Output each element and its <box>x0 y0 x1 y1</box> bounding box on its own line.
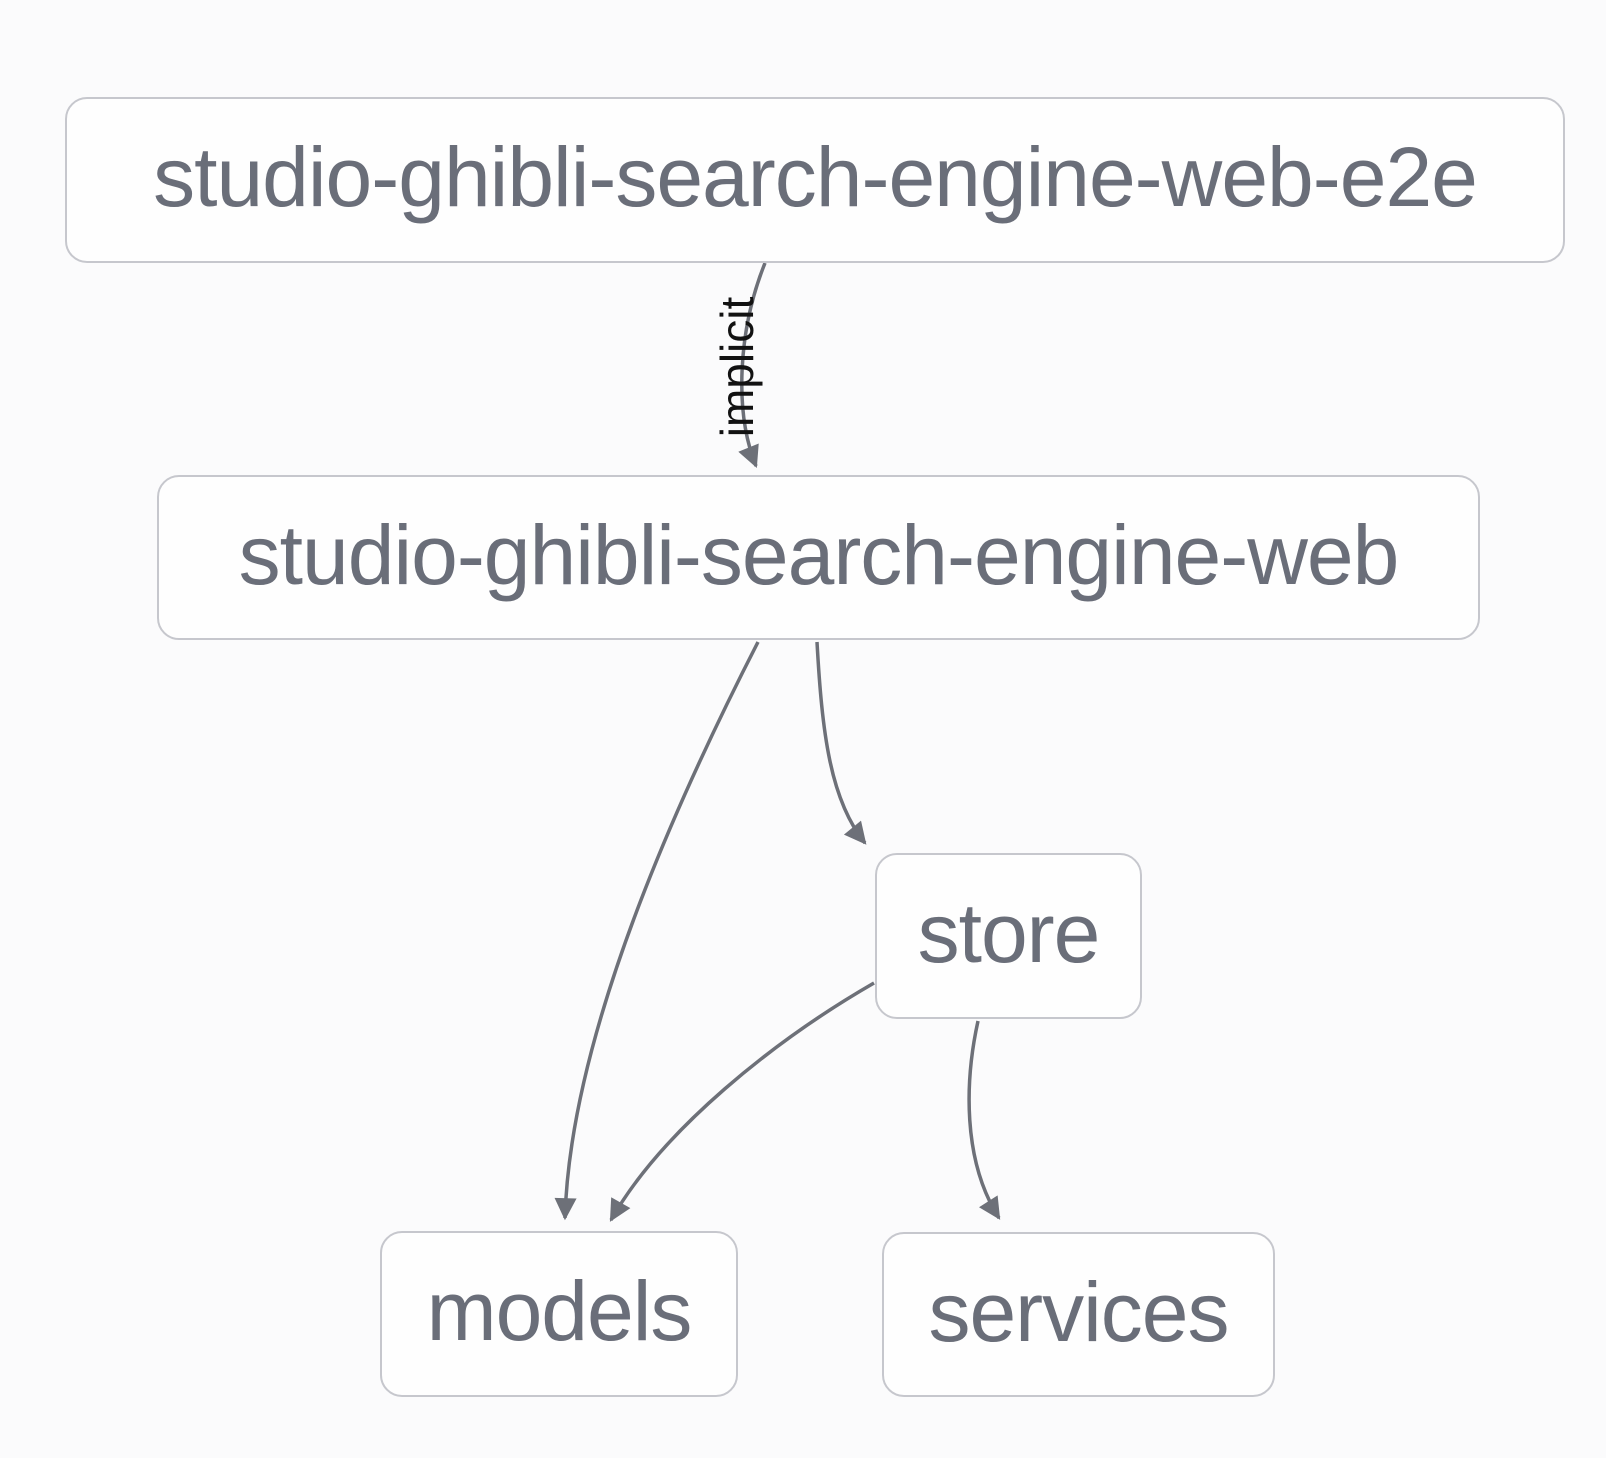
edge-web-to-store <box>815 641 867 845</box>
node-studio-ghibli-search-engine-web-e2e[interactable]: studio-ghibli-search-engine-web-e2e <box>65 97 1565 263</box>
node-studio-ghibli-search-engine-web[interactable]: studio-ghibli-search-engine-web <box>157 475 1480 640</box>
node-label: studio-ghibli-search-engine-web <box>238 507 1400 602</box>
edge-label-implicit: implicit <box>711 296 763 438</box>
node-services[interactable]: services <box>882 1232 1275 1397</box>
edge-e2e-to-web <box>738 262 767 469</box>
node-label: store <box>917 886 1101 980</box>
node-label: models <box>426 1264 693 1358</box>
edge-web-to-models <box>554 641 760 1221</box>
edge-store-to-services <box>967 1020 1001 1220</box>
node-label: studio-ghibli-search-engine-web-e2e <box>153 130 1478 224</box>
node-models[interactable]: models <box>380 1231 738 1397</box>
node-store[interactable]: store <box>875 853 1142 1019</box>
edge-store-to-models <box>609 981 875 1222</box>
node-label: services <box>928 1264 1229 1359</box>
